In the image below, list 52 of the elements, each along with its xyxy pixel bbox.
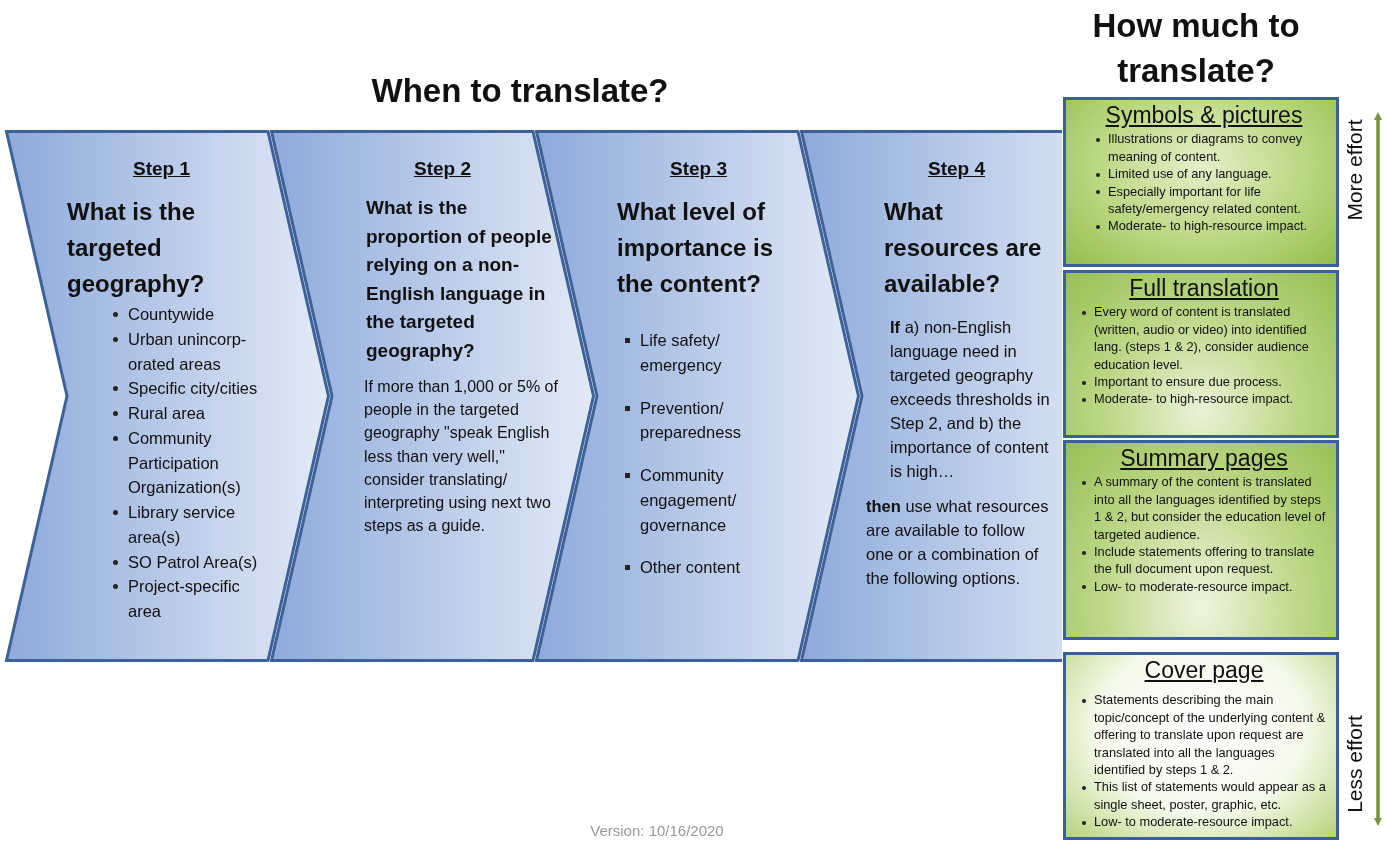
- chevron-step: [800, 130, 1062, 662]
- option-heading: Cover page: [1143, 657, 1265, 684]
- bullet-item: Specific city/cities: [128, 378, 258, 400]
- bullet-item: A summary of the content is translated into all the languages identified by steps 1 & 2, but consider the education level of targeted audience.: [1094, 473, 1327, 543]
- bullet-item: This list of statements would appear as a single sheet, poster, graphic, etc.: [1094, 778, 1327, 814]
- bullet-item: Especially important for life safety/emergency related content.: [1108, 182, 1302, 218]
- bullet-item: Include statements offering to translate the full document upon request.: [1094, 543, 1316, 578]
- bullet-item: Prevention/ preparedness: [640, 397, 742, 444]
- section-heading: How much to translate?: [1091, 6, 1301, 91]
- body-text: If a) non-English language need in targeted geography exceeds thresholds in Step 2, and b) the importance of content is high…: [890, 317, 1051, 482]
- bullet-item: Low- to moderate-resource impact.: [1094, 577, 1293, 596]
- chevron-step: [270, 130, 595, 662]
- step-heading: Step 3: [669, 158, 728, 180]
- bullet-item: Rural area: [128, 403, 206, 424]
- bullet-item: Important to ensure due process.: [1094, 373, 1282, 391]
- bullet-item: Moderate- to high-resource impact.: [1094, 390, 1294, 408]
- bullet-item: Every word of content is translated (written, audio or video) into identified lang. (steps 1 & 2), consider audience education level.: [1094, 303, 1310, 373]
- option-card: [1063, 97, 1339, 267]
- body-text: then use what resources are available to follow one or a combination of the following options.: [866, 496, 1050, 590]
- title-heading: When to translate?: [370, 72, 670, 110]
- bullet-item: Community Participation Organization(s): [128, 427, 242, 499]
- step-heading: Step 1: [132, 158, 191, 180]
- chevron-step: [5, 130, 330, 662]
- bullet-item: Limited use of any language.: [1108, 165, 1272, 183]
- version-note: Version: 10/16/2020: [589, 822, 725, 839]
- bullet-item: SO Patrol Area(s): [128, 551, 258, 573]
- bullet-item: Project-specific area: [128, 576, 241, 622]
- step-heading: Step 2: [413, 158, 472, 180]
- bullet-item: Urban unincorp-orated areas: [128, 328, 248, 375]
- question-text: What is the targeted geography?: [67, 197, 206, 299]
- body-text: If more than 1,000 or 5% of people in the targeted geography "speak English less than very well," consider translating/ interpreting using next two steps as a guide.: [364, 377, 559, 537]
- effort-label: Less effort: [1343, 714, 1367, 815]
- option-card: [1063, 652, 1339, 840]
- bullet-item: Low- to moderate-resource impact.: [1094, 813, 1293, 831]
- question-text: What resources are available?: [884, 197, 1043, 299]
- bullet-item: Community engagement/ governance: [640, 465, 738, 536]
- bullet-item: Library service area(s): [128, 502, 237, 548]
- effort-label: More effort: [1343, 118, 1367, 223]
- question-text: What level of importance is the content?: [617, 197, 775, 299]
- question-text: What is the proportion of people relying on a non-English language in the targeted geography?: [366, 196, 553, 363]
- option-heading: Full translation: [1128, 275, 1280, 302]
- bullet-item: Illustrations or diagrams to convey meaning of content.: [1108, 130, 1304, 166]
- bullet-item: Statements describing the main topic/concept of the underlying content & offering to translate upon request are translated into all the languages identified by steps 1 & 2.: [1094, 691, 1327, 779]
- bullet-item: Countywide: [128, 304, 215, 325]
- option-heading: Summary pages: [1119, 445, 1289, 472]
- bullet-item: Moderate- to high-resource impact.: [1108, 217, 1308, 235]
- step-heading: Step 4: [927, 158, 986, 180]
- bullet-item: Life safety/ emergency: [640, 330, 723, 376]
- option-card: [1063, 440, 1339, 640]
- option-card: [1063, 270, 1339, 438]
- option-heading: Symbols & pictures: [1104, 102, 1304, 129]
- bullet-item: Other content: [640, 557, 740, 579]
